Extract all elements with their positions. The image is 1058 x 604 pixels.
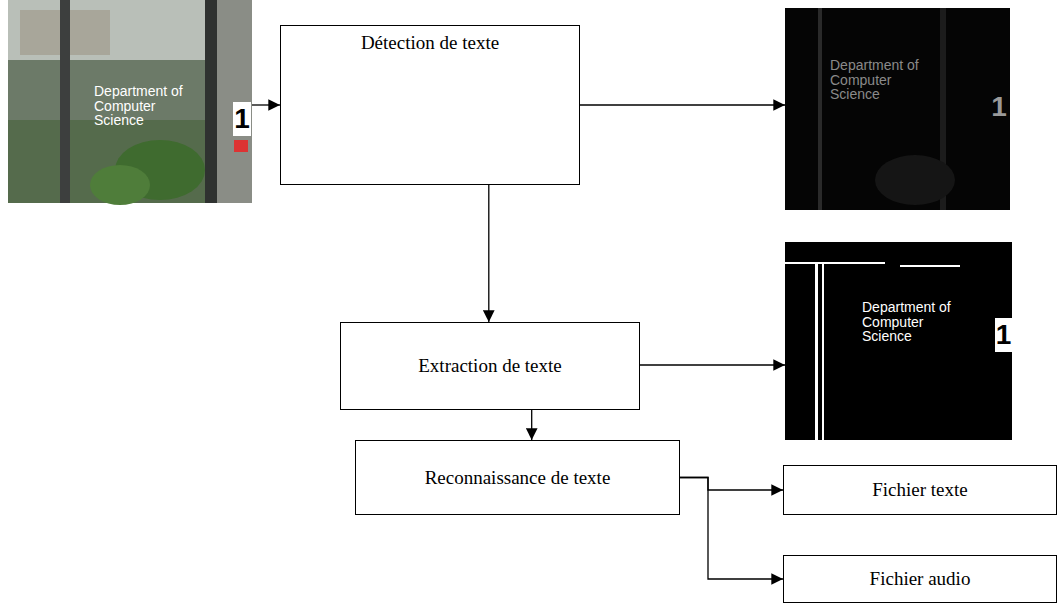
process-box: Fichier audio [783,555,1057,603]
sign-number: 1 [995,318,1012,352]
flow-arrow [680,478,783,580]
box-label: Extraction de texte [410,355,570,377]
extraction-output [785,242,1012,440]
box-label: Fichier audio [862,568,979,590]
process-box: Extraction de texte [340,322,640,410]
output-arrow [580,104,785,105]
input-photo [8,0,252,205]
process-box: Fichier texte [783,465,1057,515]
flow-arrow [531,410,532,440]
process-box: Reconnaissance de texte [355,440,680,515]
process-box: Détection de texte [280,25,580,185]
input-arrow [252,104,280,105]
box-label: Fichier texte [864,479,976,501]
sign-number: 1 [233,102,251,136]
output-arrow [640,364,785,365]
detection-output [785,8,1010,210]
sign-number: 1 [990,90,1008,124]
sign-text: Department of Computer Science [830,58,930,102]
sign-text: Department of Computer Science [862,300,962,344]
flow-arrow [680,478,783,491]
flow-arrow [488,185,489,322]
box-label: Reconnaissance de texte [417,467,619,489]
box-label: Détection de texte [353,32,507,54]
sign-text: Department of Computer Science [94,84,194,128]
